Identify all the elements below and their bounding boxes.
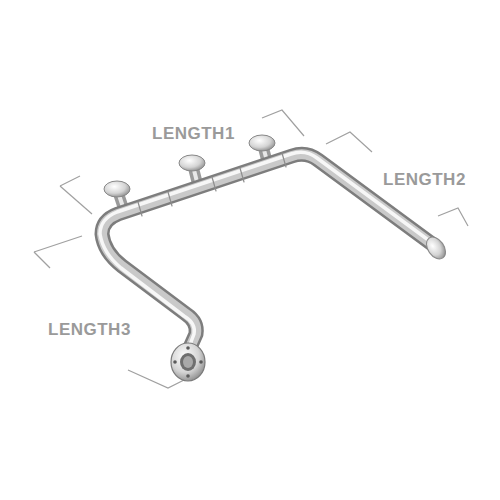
dimension-lines bbox=[34, 110, 468, 388]
dimension-label: LENGTH1 bbox=[152, 124, 235, 144]
end-flanges bbox=[171, 234, 449, 381]
dimension-label: LENGTH3 bbox=[48, 320, 131, 340]
grab-bar-tube bbox=[100, 152, 432, 352]
dimension-label: LENGTH2 bbox=[383, 170, 466, 190]
